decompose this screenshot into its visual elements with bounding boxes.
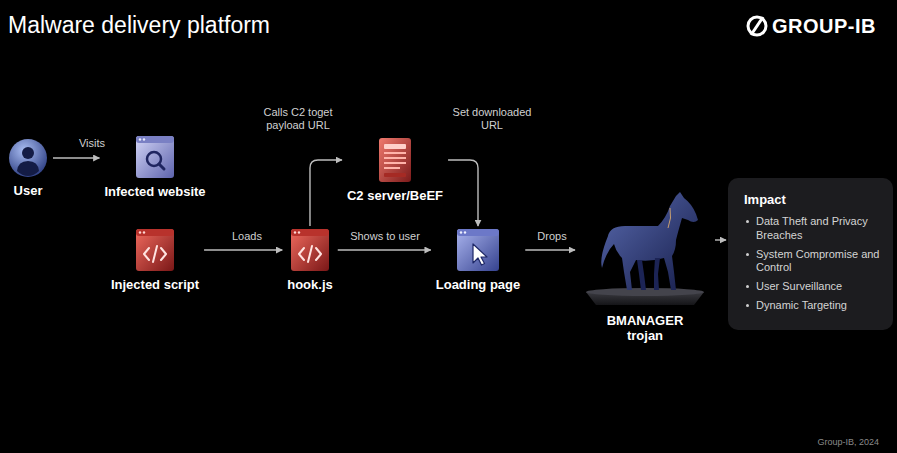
node-label: BMANAGER trojan	[590, 314, 700, 344]
flow-arrow	[525, 249, 575, 250]
node-label: User	[14, 184, 43, 198]
flow-arrow	[448, 160, 478, 226]
flow-arrow	[53, 157, 99, 158]
icon-node: Loading page	[433, 228, 524, 292]
logo-text: GROUP-IB	[772, 15, 876, 38]
web-icon	[135, 135, 175, 179]
logo-slash	[751, 17, 763, 35]
flow-arrow	[204, 249, 282, 250]
user-icon	[8, 138, 48, 178]
bullet-text: Data Theft and Privacy Breaches	[756, 215, 881, 243]
icon-node: User	[5, 138, 51, 198]
icon-node: hook.js	[284, 228, 336, 292]
bullet-row: Data Theft and Privacy Breaches	[744, 215, 881, 243]
impact-panel: ImpactData Theft and Privacy BreachesSys…	[728, 178, 893, 330]
bullet-text: User Surveillance	[756, 280, 842, 294]
node-label: Injected script	[111, 278, 199, 292]
horse-icon	[580, 188, 710, 308]
bullet-text: Dynamic Targeting	[756, 299, 847, 313]
logo-ring	[748, 17, 766, 35]
flow-arrow	[310, 160, 342, 226]
load-icon	[456, 228, 500, 272]
bullet-dot	[746, 285, 749, 288]
bullet-text: System Compromise and Control	[756, 248, 881, 276]
edge-label: Loads	[230, 230, 264, 244]
bullet-row: System Compromise and Control	[744, 248, 881, 276]
panel-heading: Impact	[744, 192, 881, 207]
icon-node: Infected website	[101, 135, 208, 199]
icon-node: Injected script	[108, 228, 202, 292]
trojan-node: BMANAGER trojan	[577, 188, 713, 344]
server-icon	[377, 137, 413, 183]
bullet-dot	[746, 253, 749, 256]
flow-arrow	[715, 239, 726, 240]
copyright-note: Group-IB, 2024	[817, 437, 879, 447]
script-icon	[290, 228, 330, 272]
edge-label: Shows to user	[348, 230, 422, 244]
script-icon	[135, 228, 175, 272]
edge-label: Drops	[535, 230, 568, 244]
bullet-row: User Surveillance	[744, 280, 881, 294]
node-label: hook.js	[287, 278, 333, 292]
bullet-row: Dynamic Targeting	[744, 299, 881, 313]
diagram-title: Malware delivery platform	[8, 12, 270, 39]
bullet-dot	[746, 304, 749, 307]
node-label: C2 server/BeEF	[347, 189, 443, 203]
edge-label: Set downloaded URL	[444, 106, 540, 134]
bullet-dot	[746, 220, 749, 223]
node-label: Infected website	[104, 185, 205, 199]
edge-label: Calls C2 toget payload URL	[250, 106, 346, 134]
node-label: Loading page	[436, 278, 521, 292]
edge-label: Visits	[77, 137, 107, 151]
flow-arrow	[338, 249, 431, 250]
icon-node: C2 server/BeEF	[344, 137, 446, 203]
